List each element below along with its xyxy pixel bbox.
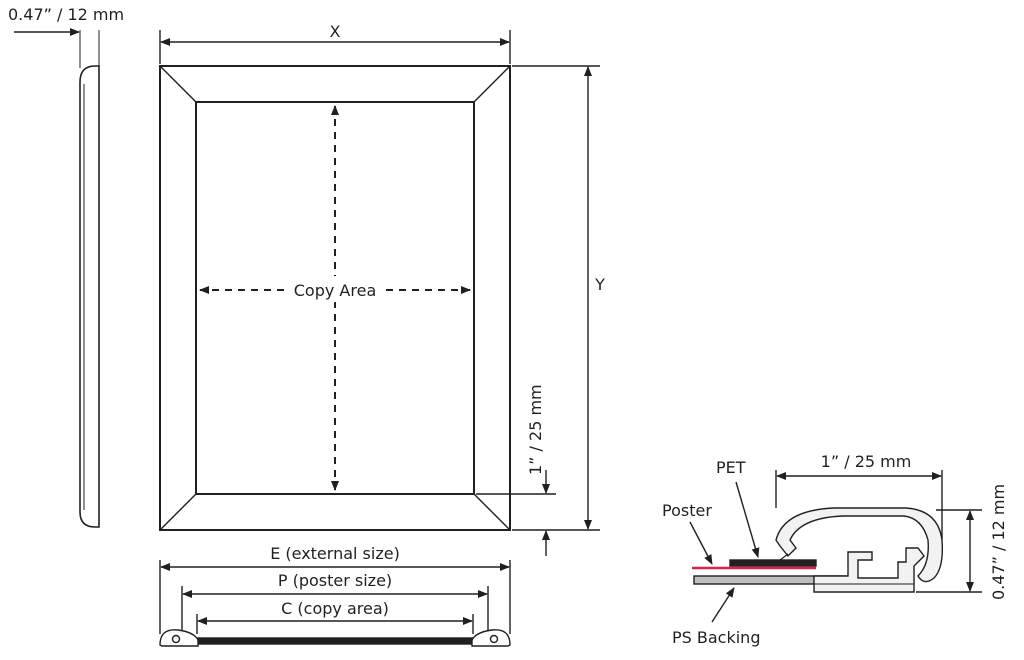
pet-label: PET xyxy=(716,458,746,477)
bottom-profile-view xyxy=(159,629,511,647)
pet-callout-arrow xyxy=(735,481,760,558)
poster-size-label: P (poster size) xyxy=(278,571,392,590)
frame-outer-edge xyxy=(159,65,511,531)
width-label: X xyxy=(330,22,341,41)
cross-section-view xyxy=(692,507,944,593)
side-profile-outline xyxy=(79,65,100,528)
poster-callout-arrow xyxy=(689,521,713,565)
frame-profile-cover xyxy=(775,507,944,583)
profile-thickness-label: 0.47” / 12 mm xyxy=(989,484,1008,600)
side-thickness-label: 0.47” / 12 mm xyxy=(8,5,124,24)
ps-backing-callout-arrow xyxy=(711,587,735,623)
external-size-label: E (external size) xyxy=(270,544,400,563)
ps-backing-label: PS Backing xyxy=(672,628,760,647)
copy-area-size-label: C (copy area) xyxy=(281,599,389,618)
side-profile-view xyxy=(14,28,100,528)
copy-area-label: Copy Area xyxy=(294,281,377,300)
frame-profile-base xyxy=(813,547,925,593)
border-width-label: 1” / 25 mm xyxy=(526,384,545,475)
poster-label: Poster xyxy=(662,501,712,520)
pet-sheet xyxy=(729,559,817,567)
frame-front-view xyxy=(159,65,511,531)
frame-inner-edge xyxy=(195,101,475,495)
height-label: Y xyxy=(594,275,605,294)
profile-width-label: 1” / 25 mm xyxy=(821,452,912,471)
